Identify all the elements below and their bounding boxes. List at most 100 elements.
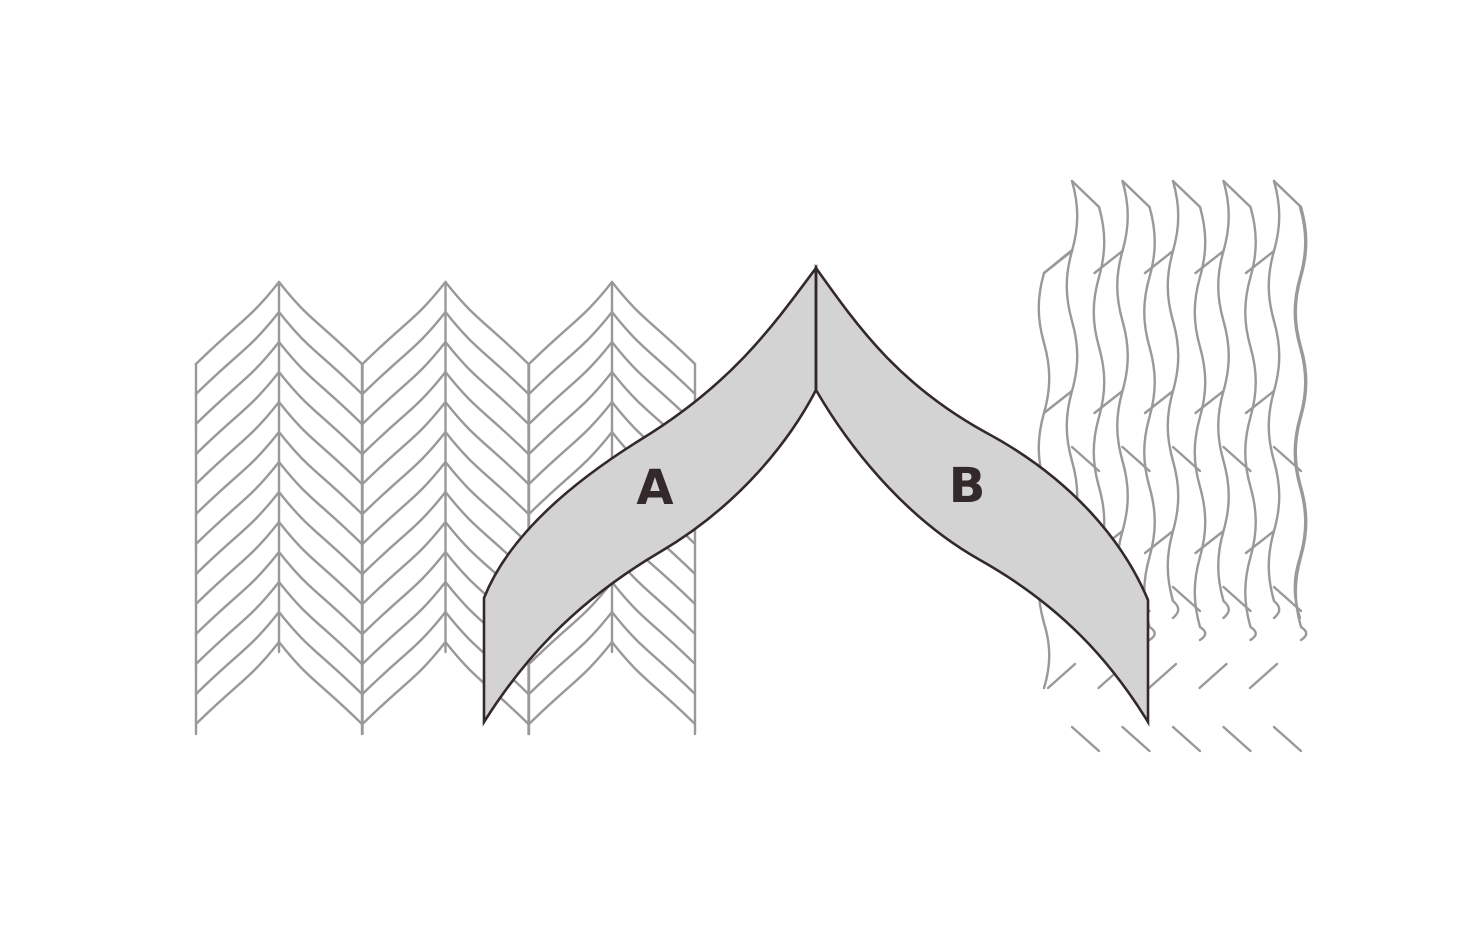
herringbone-leaf: [444, 460, 530, 546]
herringbone-leaf: [277, 610, 364, 696]
herringbone-leaf: [527, 340, 614, 426]
herringbone-leaf: [361, 550, 447, 636]
band-a-label: A: [636, 460, 673, 516]
herringbone-leaf: [361, 310, 447, 396]
wavy-diagonal: [1244, 529, 1276, 555]
wavy-line: [1166, 179, 1180, 620]
wavy-diagonal: [1272, 725, 1303, 753]
herringbone-leaf: [194, 550, 281, 636]
herringbone-leaf: [277, 520, 364, 606]
wavy-diagonal: [1093, 249, 1124, 275]
wavy-diagonal: [1171, 585, 1202, 613]
herringbone-leaf: [527, 400, 614, 486]
herringbone-leaf: [444, 400, 530, 486]
herringbone-leaf: [527, 430, 614, 516]
wavy-diagonal: [1222, 585, 1252, 613]
herringbone-leaf: [527, 280, 614, 366]
herringbone-leaf: [194, 640, 281, 726]
herringbone-leaf: [610, 280, 697, 366]
band-b: B: [814, 263, 1150, 727]
herringbone-leaf: [194, 370, 281, 456]
band-b-shape: [814, 263, 1150, 727]
wavy-diagonal: [1121, 179, 1151, 209]
herringbone-leaf: [194, 340, 281, 426]
herringbone-leaf: [277, 640, 364, 726]
band-a: A: [482, 264, 818, 727]
wavy-diagonal: [1070, 445, 1101, 473]
herringbone-leaf: [361, 370, 447, 456]
herringbone-leaf: [361, 280, 447, 366]
herringbone-leaf: [194, 580, 281, 666]
wavy-diagonal: [1244, 249, 1276, 275]
wavy-line: [1244, 205, 1257, 642]
herringbone-leaf: [194, 520, 281, 606]
wavy-diagonal: [1046, 662, 1077, 690]
wavy-diagonal: [1222, 725, 1252, 753]
herringbone-leaf: [361, 610, 447, 696]
wavy-diagonal: [1121, 445, 1151, 473]
herringbone-leaf: [194, 280, 281, 366]
wavy-diagonal: [1147, 662, 1178, 690]
herringbone-leaf: [194, 310, 281, 396]
herringbone-leaf: [527, 640, 614, 726]
wavy-diagonal: [1222, 179, 1252, 209]
wavy-diagonal: [1171, 445, 1202, 473]
herringbone-leaf: [194, 430, 281, 516]
herringbone-leaf: [527, 610, 614, 696]
wavy-diagonal: [1143, 249, 1175, 275]
herringbone-leaf: [527, 580, 614, 666]
herringbone-leaf: [361, 580, 447, 666]
herringbone-leaf: [194, 610, 281, 696]
wavy-diagonal: [1070, 179, 1101, 209]
wavy-diagonal: [1042, 389, 1074, 415]
herringbone-leaf: [527, 370, 614, 456]
herringbone-leaf: [610, 310, 697, 396]
herringbone-leaf: [277, 400, 364, 486]
herringbone-leaf: [361, 520, 447, 606]
wavy-diagonal: [1143, 529, 1175, 555]
herringbone-leaf: [444, 430, 530, 516]
herringbone-leaf: [361, 460, 447, 546]
wavy-diagonal: [1272, 179, 1303, 209]
herringbone-leaf: [277, 340, 364, 426]
wavy-diagonal: [1194, 529, 1225, 555]
herringbone-leaf: [610, 640, 697, 726]
band-b-label: B: [949, 458, 986, 514]
wavy-brick-pattern: [1037, 179, 1308, 753]
wavy-diagonal: [1244, 389, 1276, 415]
herringbone-leaf: [444, 640, 530, 726]
wavy-diagonal: [1042, 248, 1074, 275]
herringbone-leaf: [444, 310, 530, 396]
wavy-diagonal: [1194, 389, 1225, 415]
herringbone-leaf: [277, 460, 364, 546]
wavy-diagonal: [1171, 725, 1202, 753]
herringbone-leaf: [277, 310, 364, 396]
wavy-line: [1267, 179, 1281, 620]
wavy-diagonal: [1143, 389, 1175, 415]
herringbone-leaf: [277, 580, 364, 666]
wavy-diagonal: [1194, 249, 1225, 275]
herringbone-leaf: [277, 430, 364, 516]
herringbone-leaf: [277, 490, 364, 576]
wavy-diagonal: [1222, 445, 1252, 473]
wavy-diagonal: [1248, 662, 1279, 690]
wavy-line: [1193, 205, 1207, 642]
wavy-diagonal: [1093, 389, 1124, 415]
herringbone-leaf: [610, 610, 697, 696]
herringbone-leaf: [194, 400, 281, 486]
herringbone-leaf: [444, 340, 530, 426]
herringbone-leaf: [361, 430, 447, 516]
wavy-diagonal: [1070, 725, 1101, 753]
herringbone-leaf: [361, 340, 447, 426]
band-a-shape: [482, 264, 818, 727]
wavy-line: [1293, 205, 1307, 620]
herringbone-leaf: [361, 400, 447, 486]
herringbone-leaf: [194, 460, 281, 546]
wavy-diagonal: [1121, 725, 1151, 753]
herringbone-leaf: [277, 370, 364, 456]
herringbone-leaf: [527, 310, 614, 396]
herringbone-leaf: [361, 640, 447, 726]
wavy-line: [1217, 179, 1230, 620]
herringbone-leaf: [194, 490, 281, 576]
